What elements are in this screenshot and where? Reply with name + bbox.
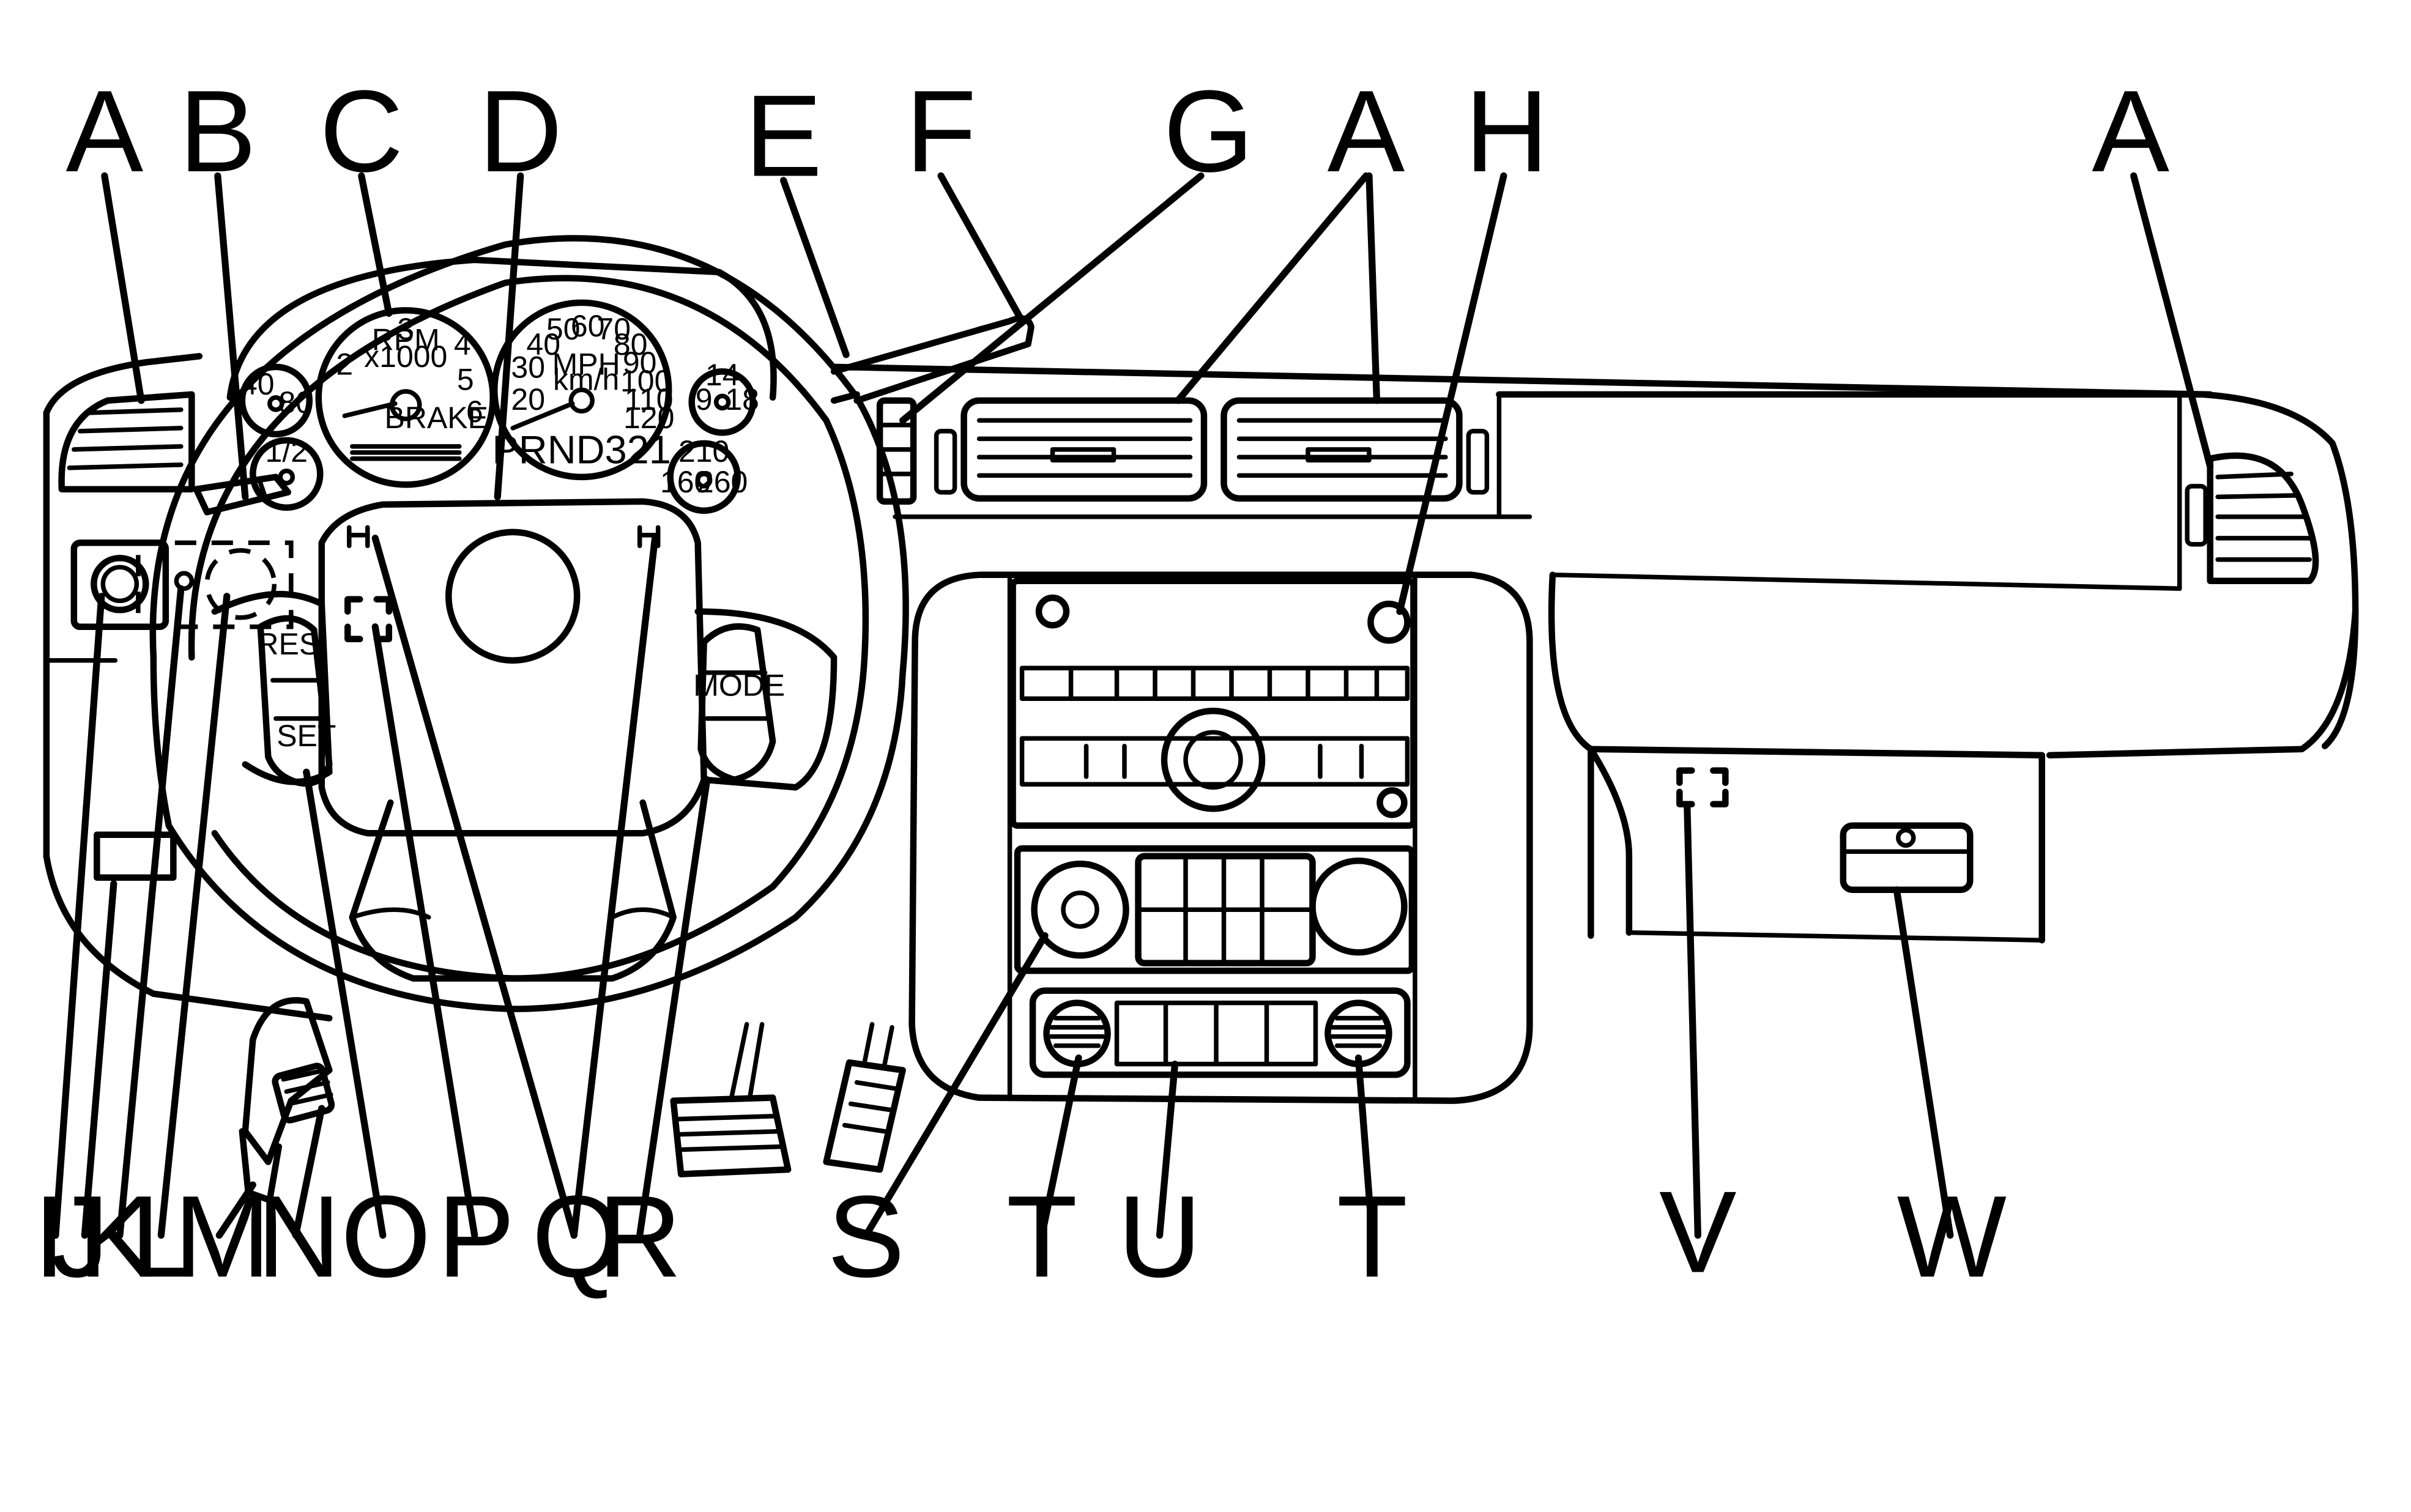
instrument-cluster: RPM x1000 2 3 4 5 6 BRAKE MPH km/h 20 30… — [226, 256, 777, 514]
callout-p: P — [437, 1172, 515, 1302]
right-air-vent[interactable] — [2185, 452, 2319, 585]
callout-r: R — [598, 1172, 682, 1302]
callout-e: E — [745, 71, 822, 201]
speedometer: MPH km/h 20 30 40 50 60 70 80 90 100 110… — [491, 299, 674, 481]
callout-a-right-vent: A — [2092, 67, 2169, 196]
callout-m: M — [174, 1172, 270, 1302]
turn-signal-lever[interactable] — [193, 473, 292, 516]
brake-pedal[interactable] — [670, 1021, 792, 1177]
res-label: RES — [256, 627, 319, 661]
callout-w: W — [1897, 1172, 2007, 1302]
callout-a-center-vents: A — [1328, 67, 1405, 196]
svg-text:40: 40 — [526, 327, 560, 361]
svg-text:5: 5 — [457, 362, 474, 396]
tachometer: RPM x1000 2 3 4 5 6 BRAKE — [315, 307, 496, 488]
svg-text:20: 20 — [511, 382, 545, 417]
callout-o: O — [341, 1172, 431, 1302]
hood-release-handle[interactable] — [239, 1128, 283, 1204]
callout-v: V — [1659, 1168, 1737, 1297]
climate-control-panel[interactable] — [1014, 845, 1416, 974]
audio-wheel-controls[interactable]: MODE — [693, 623, 785, 783]
svg-text:100: 100 — [620, 364, 671, 398]
svg-text:30: 30 — [511, 350, 545, 384]
set-label: SET — [277, 719, 336, 753]
data-link-connector — [94, 831, 177, 881]
callout-t-left: T — [1006, 1172, 1077, 1302]
callout-i: I — [33, 1172, 65, 1302]
svg-text:50: 50 — [546, 312, 581, 346]
svg-text:14: 14 — [705, 358, 740, 392]
svg-text:260: 260 — [697, 465, 748, 499]
fan-speed-knob[interactable] — [1031, 860, 1129, 959]
svg-text:60: 60 — [571, 309, 605, 343]
voltmeter-gauge: 9 14 18 — [688, 358, 759, 436]
center-air-vent-left[interactable] — [934, 397, 1208, 502]
tach-scale: x1000 — [364, 339, 447, 374]
callout-s: S — [827, 1172, 905, 1302]
cruise-control-buttons[interactable]: RES SET — [256, 615, 336, 787]
mode-knob[interactable] — [1309, 857, 1408, 956]
svg-text:80: 80 — [614, 327, 648, 361]
callout-b: B — [179, 67, 256, 196]
oil-pressure-gauge: 40 80 — [239, 363, 313, 438]
svg-text:9: 9 — [696, 382, 713, 417]
glove-box-latch[interactable] — [1840, 822, 1974, 893]
svg-text:6: 6 — [466, 395, 483, 429]
svg-text:18: 18 — [725, 382, 759, 417]
odometer-prndl: PRND321 — [492, 427, 671, 472]
callout-j: J — [51, 1172, 109, 1302]
svg-text:160: 160 — [660, 465, 711, 499]
callout-k: K — [78, 1172, 156, 1302]
tach-unit: RPM — [372, 322, 440, 357]
parking-brake-pedal[interactable] — [242, 997, 335, 1165]
brake-warning: BRAKE — [385, 401, 488, 435]
temperature-slider-panel[interactable] — [1135, 853, 1316, 966]
callout-f: F — [905, 67, 976, 196]
svg-text:1/2: 1/2 — [266, 434, 308, 469]
callout-n: N — [257, 1172, 341, 1302]
speedo-unit: MPH — [552, 347, 620, 381]
callout-u: U — [1118, 1172, 1202, 1302]
svg-text:110: 110 — [625, 382, 674, 417]
dashboard-outline — [43, 353, 2359, 1021]
svg-text:210: 210 — [678, 434, 729, 469]
svg-text:120: 120 — [623, 401, 674, 435]
center-stack — [908, 571, 1533, 1104]
audio-system[interactable] — [1009, 577, 1417, 829]
svg-text:90: 90 — [623, 346, 657, 380]
fuel-gauge: 1/2 — [250, 434, 324, 511]
callout-d: D — [478, 67, 562, 196]
callout-h: H — [1465, 67, 1548, 196]
svg-text:80: 80 — [279, 385, 313, 420]
callout-labels: A B C D E F G A H A I J K L M N O P Q R … — [33, 67, 2169, 1302]
hidden-feature-marker-v — [1676, 767, 1729, 807]
svg-text:2: 2 — [336, 347, 353, 381]
callout-c: C — [319, 67, 403, 196]
center-air-vent-right[interactable] — [1220, 397, 1490, 502]
speedo-unit-km: km/h — [553, 362, 619, 396]
svg-text:40: 40 — [240, 367, 275, 401]
callout-t-right: T — [1337, 1172, 1408, 1302]
svg-text:3: 3 — [397, 312, 414, 346]
accelerator-pedal[interactable] — [823, 1021, 906, 1173]
svg-text:4: 4 — [454, 327, 471, 361]
callout-leaders — [52, 172, 2214, 1239]
callout-a-left-vent: A — [66, 67, 144, 196]
headlamp-switch-panel[interactable] — [70, 539, 294, 631]
callout-l: L — [130, 1172, 195, 1302]
shift-lever[interactable] — [830, 315, 1035, 404]
coolant-temperature-gauge: 160 210 260 — [660, 434, 748, 514]
svg-text:70: 70 — [596, 312, 631, 346]
climate-button-row[interactable] — [1029, 987, 1411, 1078]
callout-q: Q — [532, 1172, 622, 1302]
callout-g: G — [1164, 67, 1254, 196]
left-air-vent[interactable] — [58, 391, 195, 493]
